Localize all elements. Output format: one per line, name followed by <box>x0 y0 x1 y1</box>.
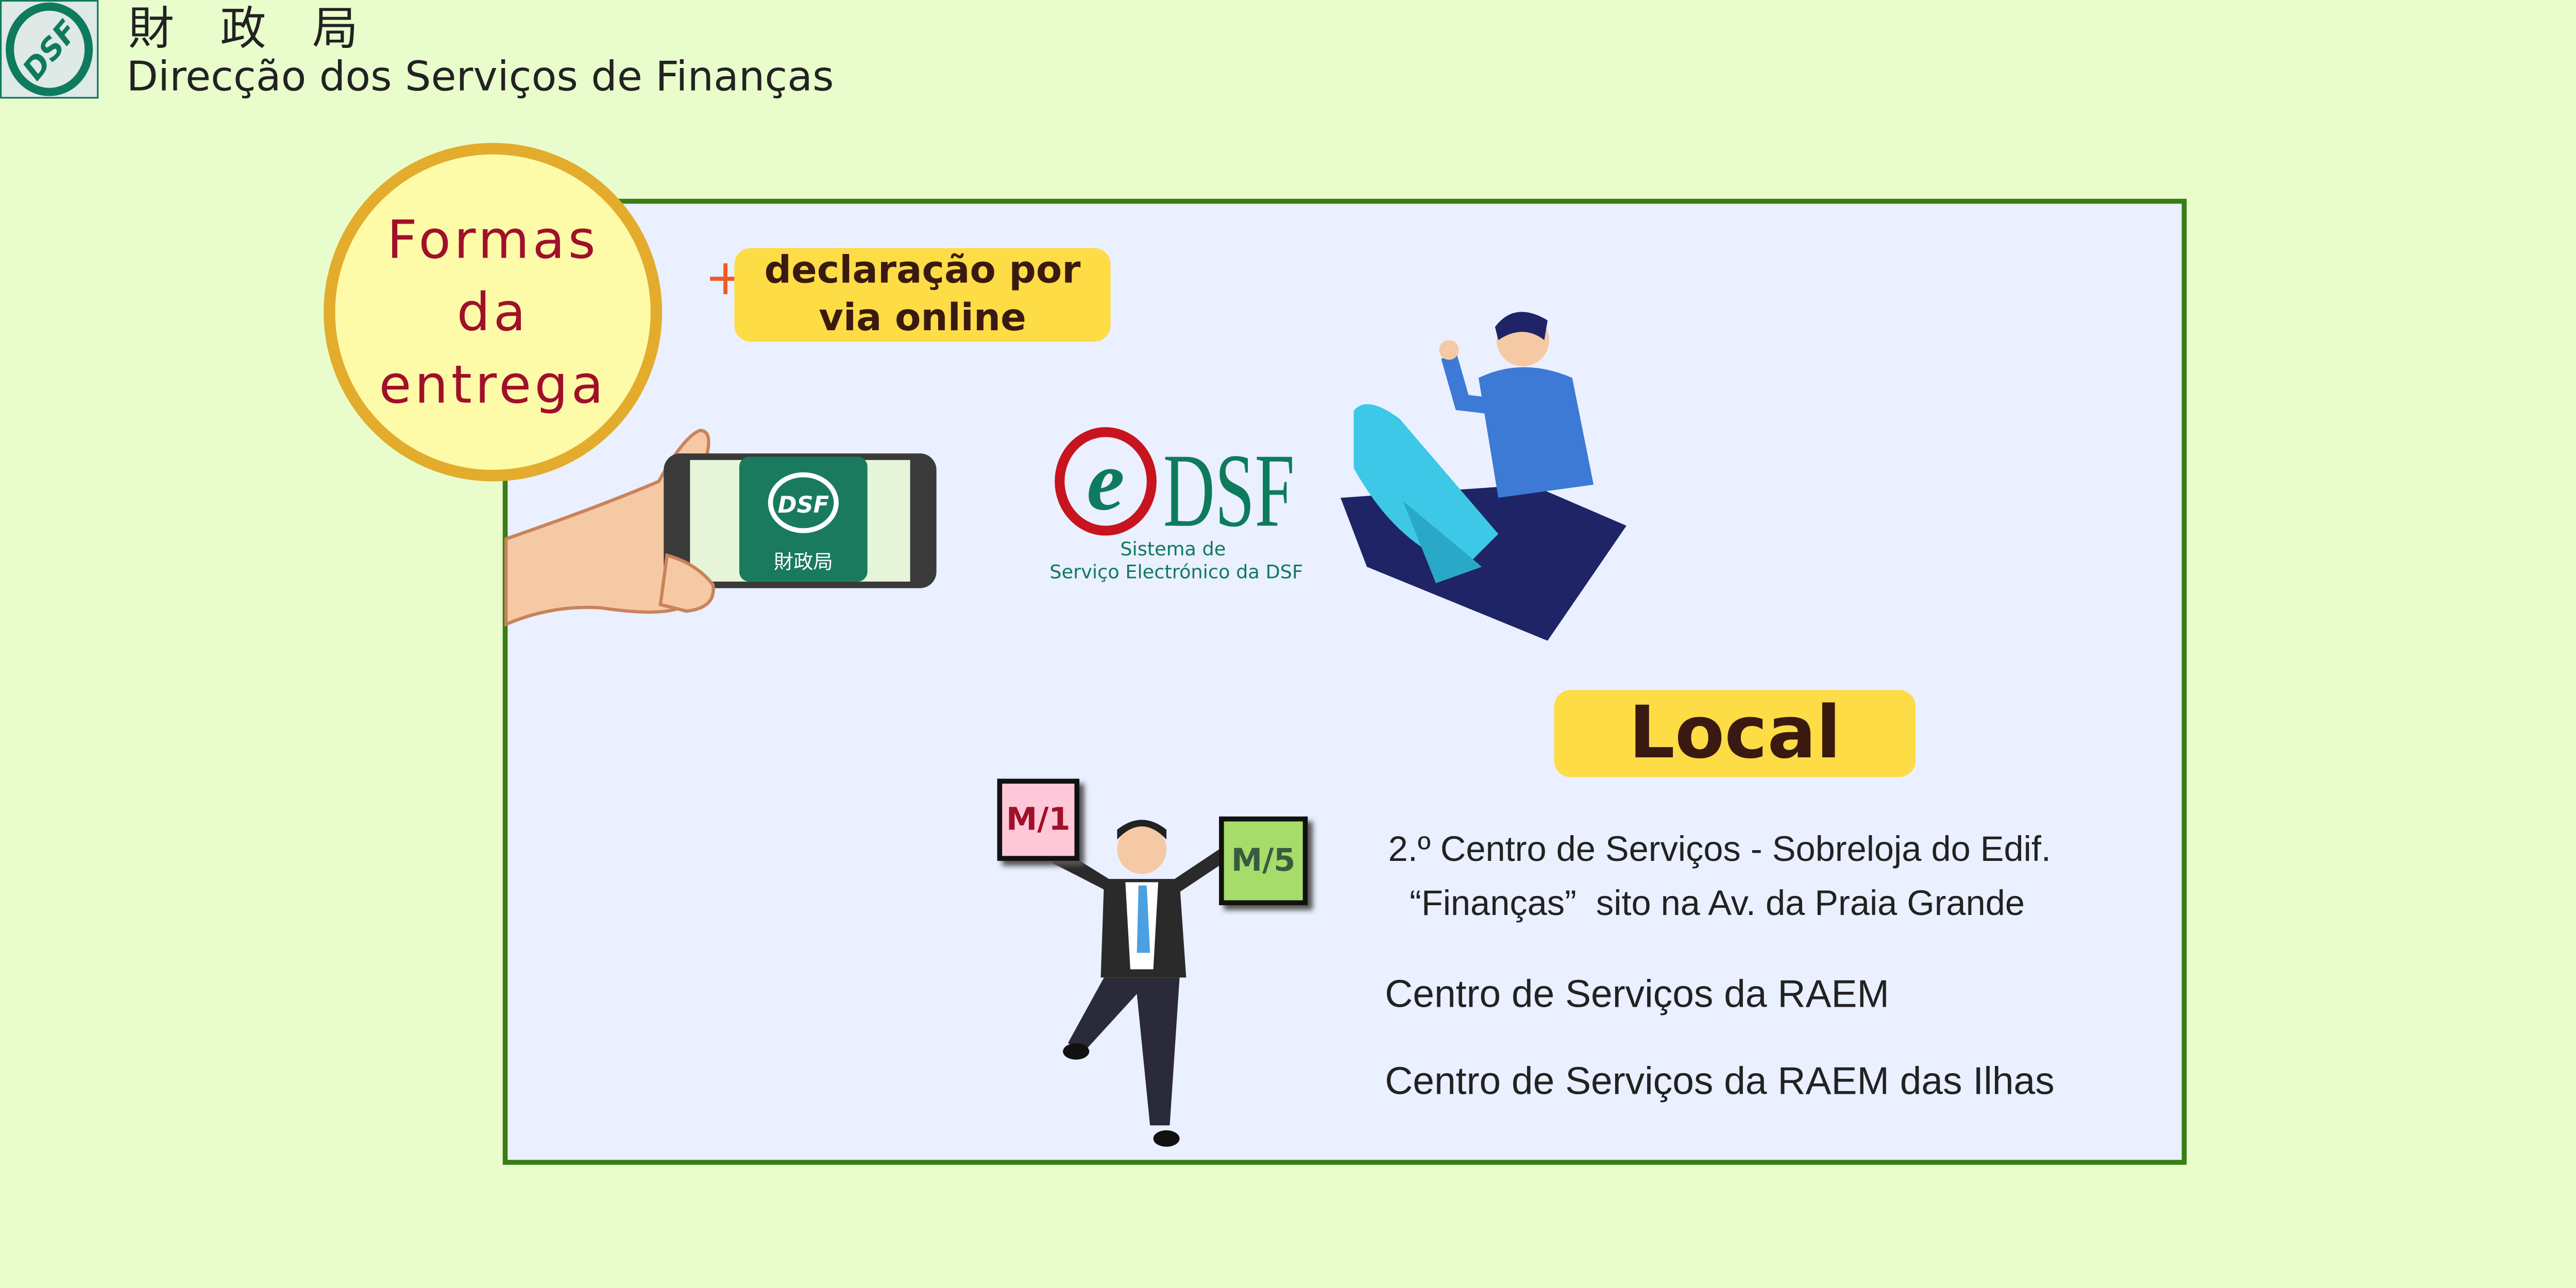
title-portuguese: Direcção dos Serviços de Finanças <box>126 53 834 100</box>
address-line: “Finanças” sito na Av. da Praia Grande <box>1409 884 2025 924</box>
local-label: Local <box>1554 690 1916 777</box>
man-with-forms-illustration <box>1051 820 1229 1147</box>
person-at-computer-illustration <box>1341 312 1626 641</box>
svg-text:Serviço Electrónico da DSF: Serviço Electrónico da DSF <box>1049 561 1303 583</box>
address-line: Centro de Serviços da RAEM das Ilhas <box>1385 1059 2055 1103</box>
svg-text:e: e <box>1087 433 1125 528</box>
dsf-app-icon <box>739 456 868 582</box>
form-m1-sign: M/1 <box>997 778 1080 861</box>
badge-line: entrega <box>379 353 607 416</box>
content-panel <box>502 198 2187 1165</box>
phone-hand-illustration: DSF 財政局 <box>504 429 937 627</box>
app-label: 財政局 <box>774 550 833 573</box>
address-line: Centro de Serviços da RAEM <box>1385 972 1889 1015</box>
badge-line: da <box>456 281 529 344</box>
badge-line: Formas <box>387 208 599 272</box>
form-m5-sign: M/5 <box>1219 816 1308 906</box>
svg-text:DSF: DSF <box>16 14 85 87</box>
edsf-logo: e DSF Sistema de Serviço Electrónico da … <box>1049 427 1303 583</box>
online-line: declaração por <box>764 249 1081 292</box>
svg-text:Sistema de: Sistema de <box>1120 538 1226 560</box>
svg-text:DSF: DSF <box>1163 432 1295 549</box>
title-chinese: 財政局 <box>128 2 404 56</box>
address-line: 2.º Centro de Serviços - Sobreloja do Ed… <box>1388 829 2051 869</box>
svg-text:DSF: DSF <box>777 492 829 518</box>
dsf-logo: DSF <box>0 0 99 99</box>
online-line: via online <box>819 296 1026 340</box>
